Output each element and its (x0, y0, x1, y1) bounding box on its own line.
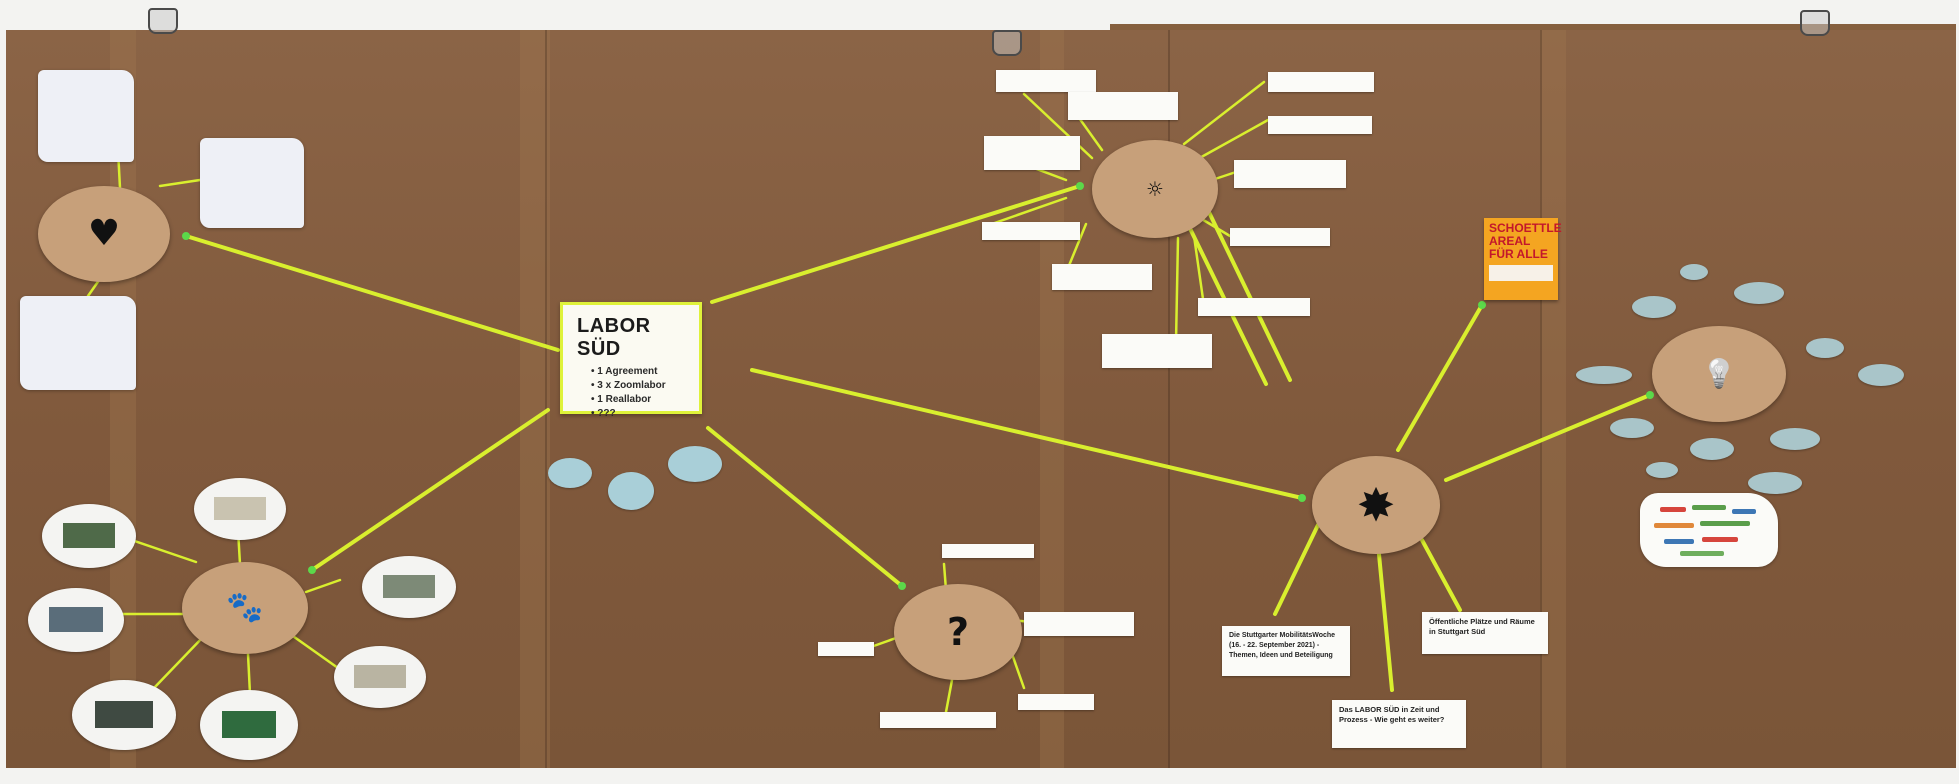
idea-cloud (1576, 366, 1632, 384)
idea-cloud (1858, 364, 1904, 386)
note-card (1052, 264, 1152, 290)
page-title: LABOR SÜD (577, 315, 651, 360)
explosion-icon: ✸ (1356, 478, 1396, 532)
note-card (996, 70, 1096, 92)
heart-icon: ♥ (87, 213, 121, 254)
note-card (880, 712, 996, 728)
poster-info-box (1489, 265, 1553, 281)
star-hub: ✸ (1312, 456, 1440, 554)
note-card (1102, 334, 1212, 368)
lightbulb-icon: 💡 (1701, 357, 1737, 390)
poster-title-line: AREAL (1489, 234, 1531, 248)
poster-title-line: SCHOETTLE (1489, 221, 1562, 235)
photo-oval (194, 478, 286, 540)
photo-oval (200, 690, 298, 760)
note-card (1068, 92, 1178, 120)
idea-cloud (1806, 338, 1844, 358)
note-card (1230, 228, 1330, 246)
binder-clip (148, 8, 178, 34)
label-public-spaces: Öffentliche Plätze und Räume in Stuttgar… (1422, 612, 1548, 654)
note-card (984, 136, 1080, 170)
list-item: 1 Reallabor (591, 393, 685, 407)
label-mobility-week: Die Stuttgarter MobilitätsWoche (16. - 2… (1222, 626, 1350, 676)
list-item: 1 Agreement (591, 365, 685, 379)
note-card (1018, 694, 1094, 710)
photo-oval (334, 646, 426, 708)
note-card (1024, 612, 1134, 636)
binder-clip (1800, 10, 1830, 36)
photo-oval (28, 588, 124, 652)
list-item: 3 x Zoomlabor (591, 379, 685, 393)
word-cloud (1640, 493, 1778, 567)
note-card (1234, 160, 1346, 188)
idea-cloud (1680, 264, 1708, 280)
sun-hub: ☼ (1092, 140, 1218, 238)
lightbulb-hub: 💡 (1652, 326, 1786, 422)
idea-cloud (1748, 472, 1802, 494)
sun-icon: ☼ (1146, 177, 1164, 201)
note-card (942, 544, 1034, 558)
binder-clip (992, 30, 1022, 56)
idea-cloud (1610, 418, 1654, 438)
photo-oval (72, 680, 176, 750)
board-crease (1168, 30, 1170, 768)
poster-title-line: FÜR ALLE (1489, 247, 1548, 261)
note-card (982, 222, 1080, 240)
idea-cloud (1770, 428, 1820, 450)
question-icon: ? (946, 610, 970, 654)
idea-cloud (1646, 462, 1678, 478)
photo-oval (362, 556, 456, 618)
paw-icon: 🐾 (226, 590, 264, 625)
note-card (1268, 72, 1374, 92)
board-crease (545, 30, 547, 768)
blue-bubble (608, 472, 654, 510)
note-card (818, 642, 874, 656)
agenda-list: 1 Agreement 3 x Zoomlabor 1 Reallabor ??… (577, 365, 685, 421)
note-card (1198, 298, 1310, 316)
idea-cloud (1632, 296, 1676, 318)
blue-bubble (668, 446, 722, 482)
paper-note (38, 70, 134, 162)
schoettle-poster: SCHOETTLE AREAL FÜR ALLE (1484, 218, 1562, 300)
tape-seam (520, 30, 550, 768)
question-hub: ? (894, 584, 1022, 680)
idea-cloud (1690, 438, 1734, 460)
board-crease (1540, 30, 1542, 768)
paper-note (200, 138, 304, 228)
list-item: ??? (591, 407, 685, 421)
blue-bubble (548, 458, 592, 488)
idea-cloud (1734, 282, 1784, 304)
note-card (1268, 116, 1372, 134)
labor-sued-card: LABOR SÜD 1 Agreement 3 x Zoomlabor 1 Re… (560, 302, 702, 419)
label-next-steps: Das LABOR SÜD in Zeit und Prozess - Wie … (1332, 700, 1466, 748)
paw-hub: 🐾 (182, 562, 308, 654)
photo-oval (42, 504, 136, 568)
heart-hub: ♥ (38, 186, 170, 282)
paper-note (20, 296, 136, 390)
